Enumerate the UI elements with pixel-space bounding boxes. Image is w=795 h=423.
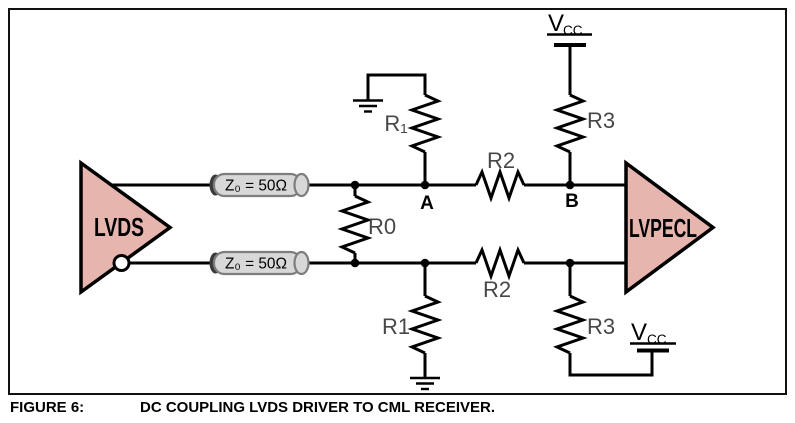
lvds-driver-label: LVDS	[94, 212, 144, 242]
vcc-bottom-sub: CC	[647, 332, 667, 347]
resistor-r2-top-label: R2	[487, 148, 515, 173]
figure-caption: FIGURE 6: DC COUPLING LVDS DRIVER TO CML …	[10, 399, 790, 416]
vcc-rail-top-icon	[547, 33, 592, 47]
resistor-r1-bottom-zigzag	[407, 294, 443, 355]
junction-dot	[350, 258, 360, 268]
vcc-top-sub: CC	[563, 23, 583, 38]
junction-dot	[420, 258, 430, 268]
resistor-r3-bottom-zigzag	[552, 294, 588, 355]
resistor-r3-top-zigzag	[552, 93, 588, 154]
figure-border	[8, 8, 787, 395]
resistor-r1-bottom-label: R1	[382, 314, 410, 339]
junction-dot	[350, 180, 360, 190]
lvpecl-receiver-triangle	[624, 159, 716, 296]
figure-caption-number: FIGURE 6:	[10, 399, 85, 416]
vcc-top-main: V	[548, 10, 564, 37]
tline-bottom-label: Z₀ = 50Ω	[225, 256, 287, 273]
wiring	[111, 33, 676, 391]
junction-dot-node-a	[420, 180, 430, 190]
transmission-line-bottom: Z₀ = 50Ω	[209, 250, 310, 276]
junction-dot	[565, 258, 575, 268]
tline-top-label: Z₀ = 50Ω	[225, 178, 287, 195]
resistor-r2-top-zigzag	[474, 167, 526, 203]
vcc-bottom-main: V	[631, 319, 647, 346]
ground-icon-bottom	[410, 376, 440, 391]
resistor-r2-bottom-label: R2	[483, 277, 511, 302]
vcc-rail-bottom-icon	[630, 342, 676, 353]
wire-r3-bottom-to-vcc	[568, 350, 654, 377]
ground-icon-top	[353, 99, 383, 113]
resistor-r3-bottom-label: R3	[587, 314, 615, 339]
resistor-r0-label: R0	[368, 214, 396, 239]
wire-r1-top-to-ground	[366, 73, 427, 100]
vcc-label-top: V CC	[548, 10, 583, 38]
resistor-labels: R₁ R3 R0 R2 R2 R1 R3	[368, 108, 615, 339]
tline-bottom-end-cap	[293, 250, 310, 276]
node-a-label: A	[420, 193, 434, 214]
resistor-r2-bottom-zigzag	[474, 245, 526, 281]
vcc-label-bottom: V CC	[631, 319, 667, 347]
resistor-r3-top-label: R3	[587, 108, 615, 133]
junction-dots	[350, 180, 575, 268]
node-b-label: B	[565, 191, 579, 212]
junction-dot-node-b	[565, 180, 575, 190]
resistor-r0-zigzag	[337, 194, 373, 255]
figure-caption-title: DC COUPLING LVDS DRIVER TO CML RECEIVER.	[140, 399, 496, 416]
resistor-r1-top-label: R₁	[384, 111, 407, 136]
resistor-r1-top-zigzag	[407, 93, 443, 154]
lvpecl-receiver-label: LVPECL	[629, 213, 697, 243]
tline-top-end-cap	[293, 172, 310, 198]
inversion-bubble-icon	[112, 254, 131, 272]
transmission-line-top: Z₀ = 50Ω	[209, 172, 310, 198]
